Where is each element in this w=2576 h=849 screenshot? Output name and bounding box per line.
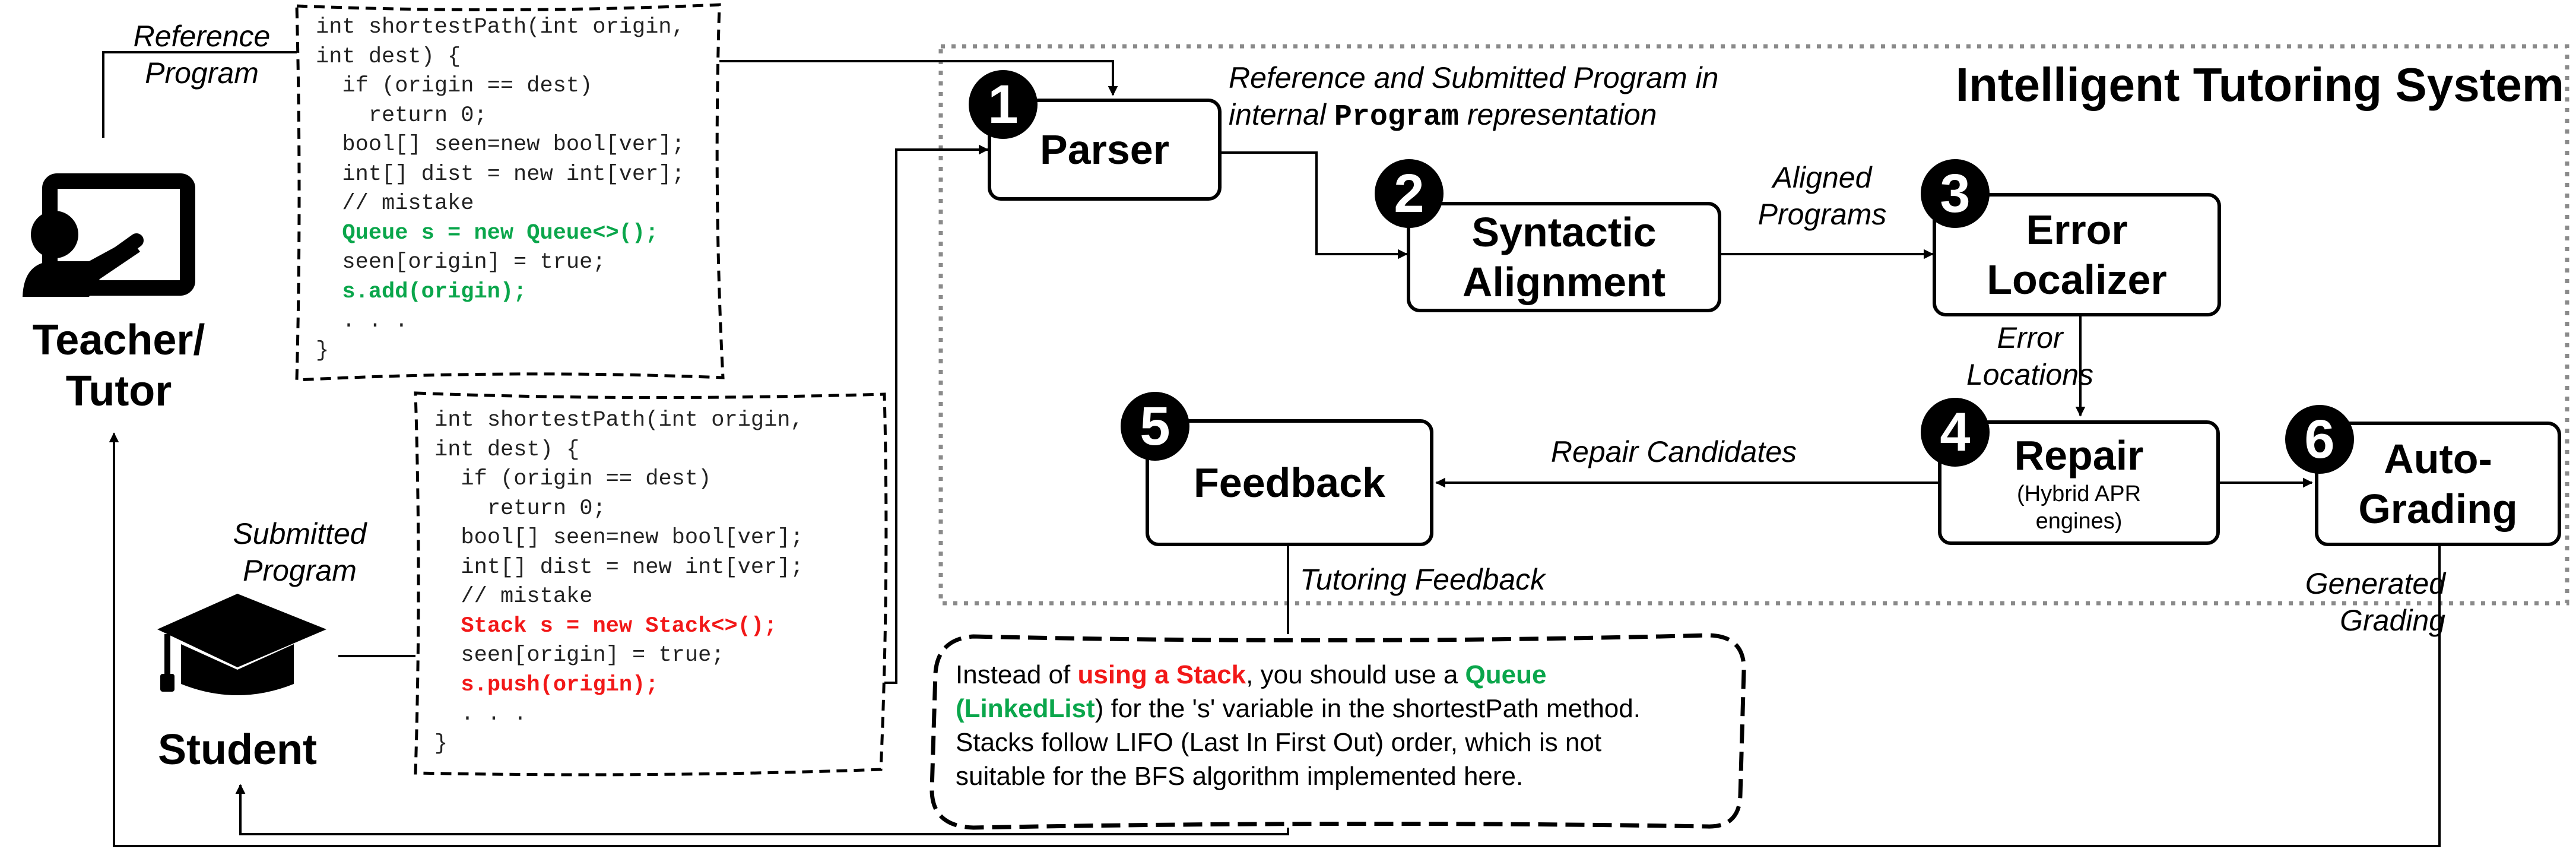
feedback-box: Feedback — [1146, 419, 1433, 546]
submitted-code-line: // mistake — [434, 584, 593, 609]
submitted-code-line: Stack s = new Stack<>(); — [434, 613, 778, 639]
step-2-badge: 2 — [1375, 159, 1444, 228]
submitted-code-line: if (origin == dest) — [434, 467, 712, 492]
submitted-code-line: int[] dist = new int[ver]; — [434, 555, 804, 580]
syntactic-alignment-box: Syntactic Alignment — [1407, 202, 1721, 312]
feedback-message-frame — [929, 633, 1746, 830]
reference-code-line: int dest) { — [316, 44, 461, 69]
feedback-message: Instead of using a Stack, you should use… — [956, 660, 1641, 791]
system-title: Intelligent Tutoring System — [1955, 58, 2564, 111]
submitted-code-line: int dest) { — [434, 437, 580, 462]
teacher-label: Teacher/ Tutor — [32, 316, 205, 415]
submitted-code-line: seen[origin] = true; — [434, 643, 725, 668]
submitted-code-frame — [414, 391, 888, 777]
step-3-badge: 3 — [1921, 159, 1990, 228]
submitted-code-line: bool[] seen=new bool[ver]; — [434, 525, 804, 550]
submitted-code-line: int shortestPath(int origin, — [434, 408, 804, 433]
submitted-code-line: . . . — [434, 702, 527, 727]
parser-output-label: Reference and Submitted Program in inter… — [1229, 61, 1719, 134]
reference-code-line: } — [316, 338, 329, 363]
submitted-code: int shortestPath(int origin,int dest) { … — [434, 406, 804, 759]
reference-code-line: s.add(origin); — [316, 279, 527, 305]
step-5-badge: 5 — [1121, 392, 1189, 461]
reference-code-line: return 0; — [316, 103, 487, 128]
reference-code-line: int[] dist = new int[ver]; — [316, 161, 685, 187]
submitted-code-line: return 0; — [434, 496, 606, 521]
reference-code-line: int shortestPath(int origin, — [316, 15, 685, 40]
submitted-code-line: } — [434, 731, 448, 756]
aligned-programs-label: Aligned Programs — [1757, 161, 1887, 231]
reference-code-line: . . . — [316, 309, 408, 334]
reference-program-label: Reference Program — [133, 20, 271, 90]
graduation-cap-icon — [157, 594, 326, 695]
step-4-badge: 4 — [1921, 398, 1990, 467]
reference-code-line: seen[origin] = true; — [316, 250, 606, 275]
student-label: Student — [158, 726, 317, 774]
reference-code: int shortestPath(int origin,int dest) { … — [316, 13, 685, 366]
reference-code-frame — [295, 3, 725, 382]
submitted-program-label: Submitted Program — [233, 517, 367, 587]
its-boundary — [938, 44, 2569, 606]
reference-code-line: bool[] seen=new bool[ver]; — [316, 132, 685, 157]
reference-code-line: Queue s = new Queue<>(); — [316, 220, 659, 246]
auto-grading-box: Auto- Grading — [2315, 422, 2561, 546]
submitted-code-line: s.push(origin); — [434, 672, 659, 698]
step-1-badge: 1 — [969, 70, 1038, 139]
step-6-badge: 6 — [2285, 405, 2354, 474]
repair-candidates-label: Repair Candidates — [1550, 435, 1797, 468]
error-locations-label: Error Locations — [1966, 321, 2094, 391]
reference-code-line: if (origin == dest) — [316, 74, 593, 99]
teacher-at-board-icon — [23, 173, 195, 297]
tutoring-feedback-label: Tutoring Feedback — [1300, 563, 1546, 596]
generated-grading-label: Generated Grading — [2305, 567, 2445, 637]
reference-code-line: // mistake — [316, 191, 474, 216]
parser-box: Parser — [988, 99, 1222, 201]
